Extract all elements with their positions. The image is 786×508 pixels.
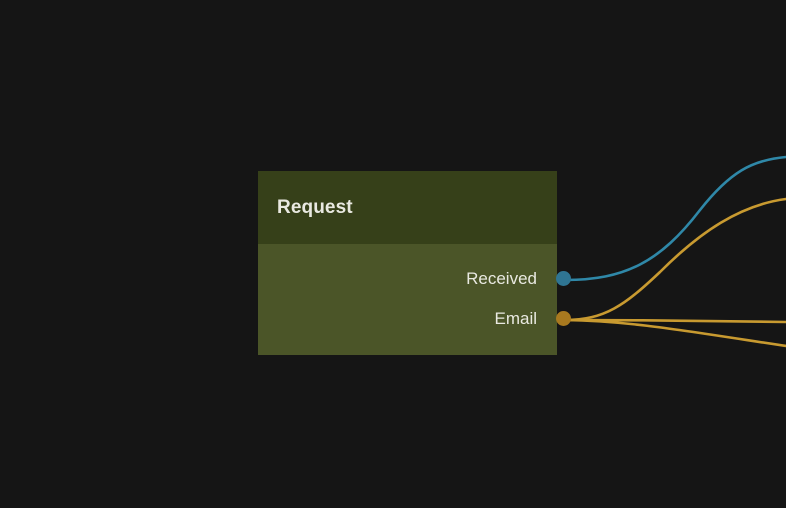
node-request[interactable]: Request Received Email — [258, 171, 571, 355]
port-label-received: Received — [466, 268, 537, 288]
received-edge-1[interactable] — [563, 155, 786, 282]
edges-group — [563, 155, 786, 348]
email-edge-2[interactable] — [563, 318, 786, 324]
node-body: Received Email — [258, 244, 571, 355]
port-row-received[interactable]: Received — [258, 265, 571, 291]
port-row-email[interactable]: Email — [258, 305, 571, 331]
port-label-email: Email — [494, 308, 537, 328]
email-edge-3[interactable] — [563, 318, 786, 348]
port-dot-received[interactable] — [556, 270, 571, 286]
node-header[interactable]: Request — [258, 171, 557, 244]
node-title: Request — [277, 196, 353, 218]
email-edge-1[interactable] — [563, 197, 786, 322]
port-dot-email[interactable] — [556, 310, 571, 326]
